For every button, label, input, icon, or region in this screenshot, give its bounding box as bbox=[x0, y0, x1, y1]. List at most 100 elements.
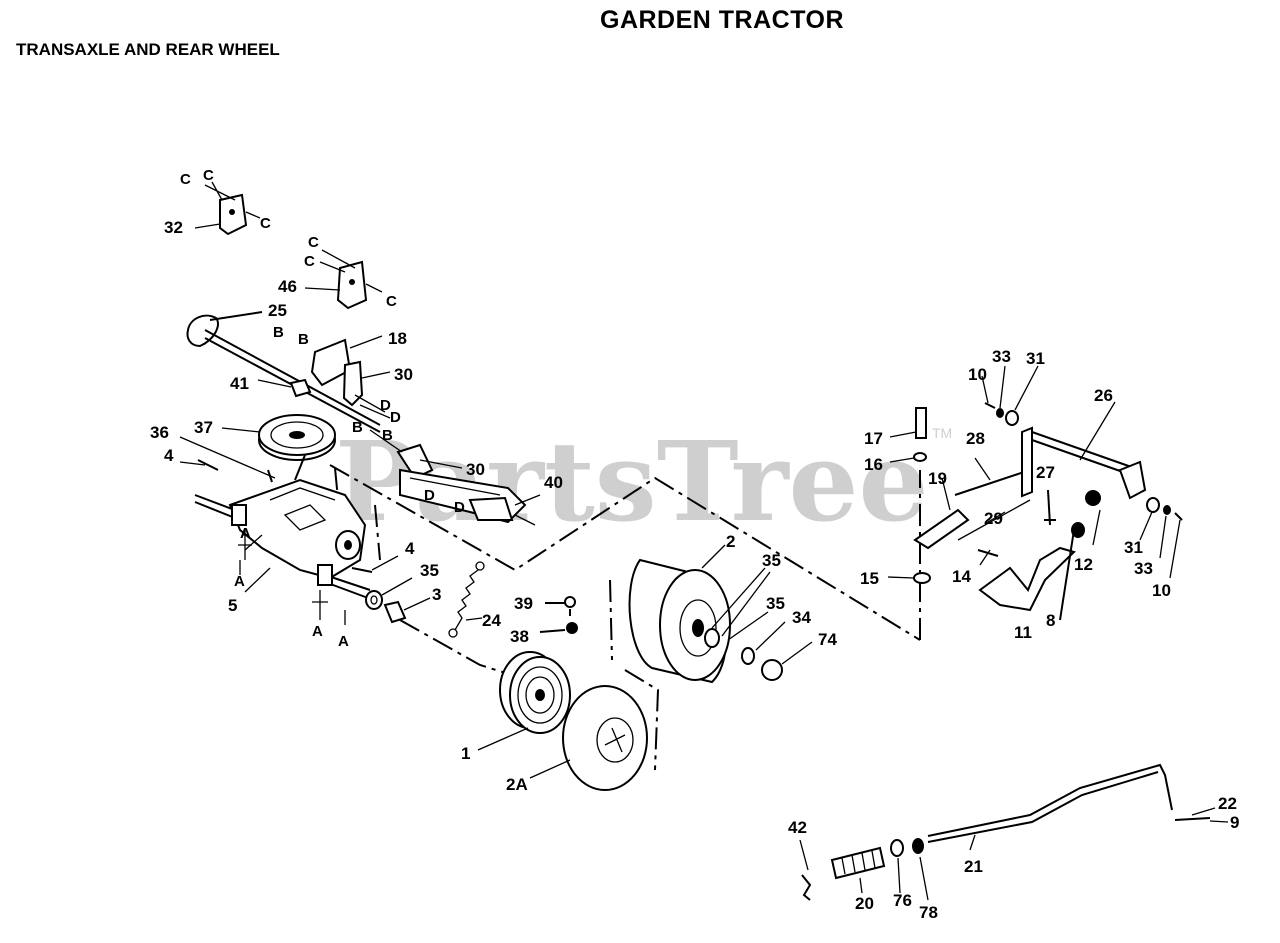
callout-16[interactable]: 16 bbox=[864, 455, 883, 474]
ref-letter-a: A bbox=[240, 525, 251, 542]
callout-2A[interactable]: 2A bbox=[506, 775, 528, 794]
callout-19[interactable]: 19 bbox=[928, 469, 947, 488]
washer-15[interactable] bbox=[887, 572, 931, 584]
callout-31-upper[interactable]: 31 bbox=[1026, 349, 1045, 368]
pin-27[interactable] bbox=[1044, 489, 1056, 526]
bushing-3[interactable] bbox=[383, 597, 431, 624]
callout-38[interactable]: 38 bbox=[510, 627, 529, 646]
brake-bar-40[interactable] bbox=[399, 468, 541, 526]
pedal-8[interactable] bbox=[1059, 522, 1085, 621]
bracket-32[interactable] bbox=[194, 181, 261, 236]
callout-34[interactable]: 34 bbox=[792, 608, 811, 627]
pulley-37[interactable] bbox=[221, 414, 336, 461]
callout-46[interactable]: 46 bbox=[278, 277, 297, 296]
callout-4-left[interactable]: 4 bbox=[164, 446, 174, 465]
bracket-46[interactable] bbox=[304, 249, 383, 310]
clutch-lever-25[interactable] bbox=[186, 311, 381, 433]
hardware-10-33-31-lower[interactable] bbox=[1139, 497, 1183, 579]
callout-40[interactable]: 40 bbox=[544, 473, 563, 492]
washer-16[interactable] bbox=[889, 452, 927, 463]
callout-22[interactable]: 22 bbox=[1218, 794, 1237, 813]
callout-3[interactable]: 3 bbox=[432, 585, 441, 604]
callout-10-upper[interactable]: 10 bbox=[968, 365, 987, 384]
bracket-30-lower[interactable] bbox=[369, 429, 463, 480]
callout-74[interactable]: 74 bbox=[818, 630, 837, 649]
rod-28[interactable] bbox=[954, 457, 1031, 496]
callout-37[interactable]: 37 bbox=[194, 418, 213, 437]
callout-30-lower[interactable]: 30 bbox=[466, 460, 485, 479]
key-36[interactable] bbox=[179, 436, 276, 483]
callout-24[interactable]: 24 bbox=[482, 611, 501, 630]
callout-41[interactable]: 41 bbox=[230, 374, 249, 393]
bolt-4-lower[interactable] bbox=[351, 555, 399, 573]
callout-32[interactable]: 32 bbox=[164, 218, 183, 237]
clip-22-pin-9[interactable] bbox=[1174, 807, 1229, 823]
spring-29[interactable] bbox=[957, 499, 1031, 541]
callout-30-upper[interactable]: 30 bbox=[394, 365, 413, 384]
callout-15[interactable]: 15 bbox=[860, 569, 879, 588]
callout-25[interactable]: 25 bbox=[268, 301, 287, 320]
washer-35-left[interactable] bbox=[365, 577, 413, 610]
bracket-18[interactable] bbox=[310, 335, 383, 387]
shaft-26[interactable] bbox=[1021, 401, 1147, 500]
bracket-19[interactable] bbox=[913, 477, 970, 550]
callout-10-lower[interactable]: 10 bbox=[1152, 581, 1171, 600]
ref-letter-b: B bbox=[352, 419, 363, 436]
ref-letter-a: A bbox=[234, 573, 245, 590]
callout-2[interactable]: 2 bbox=[726, 532, 735, 551]
ref-letter-b: B bbox=[298, 331, 309, 348]
callout-26[interactable]: 26 bbox=[1094, 386, 1113, 405]
wheel-rim-2A[interactable] bbox=[529, 685, 648, 791]
washer-35-right[interactable] bbox=[704, 567, 771, 648]
callout-35-upper[interactable]: 35 bbox=[762, 551, 781, 570]
callout-33-lower[interactable]: 33 bbox=[1134, 559, 1153, 578]
pivot-17[interactable] bbox=[889, 407, 927, 439]
washer-34[interactable] bbox=[741, 621, 786, 665]
callout-78[interactable]: 78 bbox=[919, 903, 938, 922]
callout-28[interactable]: 28 bbox=[966, 429, 985, 448]
callout-29[interactable]: 29 bbox=[984, 509, 1003, 528]
callout-20[interactable]: 20 bbox=[855, 894, 874, 913]
callout-27[interactable]: 27 bbox=[1036, 463, 1055, 482]
hardware-10-33-31-upper[interactable] bbox=[981, 365, 1039, 426]
nut-38[interactable] bbox=[539, 622, 578, 634]
wheel-hub-1[interactable] bbox=[477, 651, 571, 751]
callout-1[interactable]: 1 bbox=[461, 744, 470, 763]
callout-42[interactable]: 42 bbox=[788, 818, 807, 837]
callout-18[interactable]: 18 bbox=[388, 329, 407, 348]
callout-76[interactable]: 76 bbox=[893, 891, 912, 910]
callout-33-upper[interactable]: 33 bbox=[992, 347, 1011, 366]
washer-76[interactable] bbox=[890, 839, 904, 894]
callout-36[interactable]: 36 bbox=[150, 423, 169, 442]
part-callouts: 32 46 25 18 30 41 37 36 4 30 40 4 5 35 3… bbox=[150, 218, 1239, 922]
callout-17[interactable]: 17 bbox=[864, 429, 883, 448]
nut-41[interactable] bbox=[257, 378, 312, 398]
callout-39[interactable]: 39 bbox=[514, 594, 533, 613]
clip-42[interactable] bbox=[799, 839, 812, 901]
ref-letter-d: D bbox=[380, 397, 391, 414]
rod-21[interactable] bbox=[927, 763, 1173, 851]
callout-11[interactable]: 11 bbox=[1014, 623, 1032, 642]
callout-12[interactable]: 12 bbox=[1074, 555, 1093, 574]
callout-35-right[interactable]: 35 bbox=[766, 594, 785, 613]
nut-12[interactable] bbox=[1085, 490, 1101, 546]
bolt-4-left[interactable] bbox=[179, 459, 219, 471]
spring-20[interactable] bbox=[830, 846, 886, 894]
callout-8[interactable]: 8 bbox=[1046, 611, 1055, 630]
callout-14[interactable]: 14 bbox=[952, 567, 971, 586]
callout-9[interactable]: 9 bbox=[1230, 813, 1239, 832]
pedal-11[interactable] bbox=[978, 546, 1076, 612]
nut-78[interactable] bbox=[912, 838, 929, 901]
callout-31-lower[interactable]: 31 bbox=[1124, 538, 1143, 557]
callout-4-lower[interactable]: 4 bbox=[405, 539, 415, 558]
pin-14[interactable] bbox=[977, 549, 999, 566]
callout-5[interactable]: 5 bbox=[228, 596, 237, 615]
spring-24[interactable] bbox=[448, 561, 485, 638]
transaxle-5[interactable] bbox=[194, 454, 371, 599]
callout-35-left[interactable]: 35 bbox=[420, 561, 439, 580]
cap-74[interactable] bbox=[761, 641, 813, 681]
callout-21[interactable]: 21 bbox=[964, 857, 983, 876]
bracket-30-upper[interactable] bbox=[342, 360, 391, 419]
bolt-39[interactable] bbox=[545, 596, 576, 616]
tire-2[interactable] bbox=[628, 544, 731, 684]
